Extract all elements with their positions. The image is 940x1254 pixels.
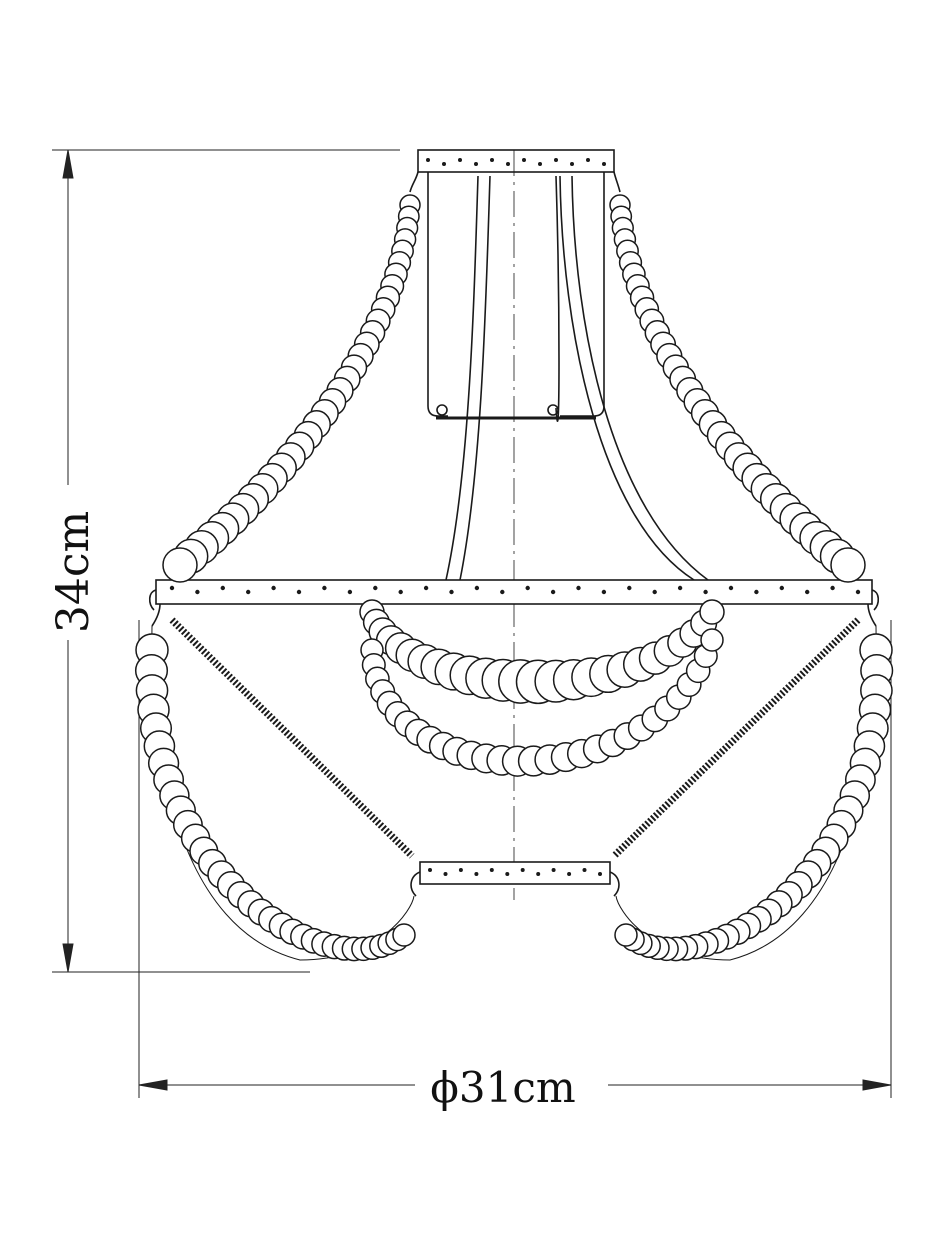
rivet: [520, 868, 525, 872]
rivet: [536, 872, 541, 876]
rivet: [525, 585, 530, 591]
rivet: [169, 585, 175, 591]
rivet: [554, 158, 558, 162]
hook-lower-left: [410, 871, 421, 897]
lower-ring: [419, 861, 611, 885]
chain-left: [169, 617, 415, 859]
rivet: [373, 585, 378, 591]
canopy-box: [427, 172, 605, 417]
canopy-plate: [417, 149, 615, 173]
rivet: [474, 162, 478, 166]
bead-strands: [134, 194, 894, 962]
bead: [700, 628, 724, 652]
rivet: [443, 872, 448, 876]
diameter-arrow-right: [862, 1079, 892, 1091]
diameter-label: ϕ31cm: [430, 1063, 575, 1112]
rivet: [489, 868, 494, 872]
wire-right: [615, 625, 877, 961]
rivet: [458, 868, 463, 872]
rod-right-outer: [555, 175, 695, 581]
strand-upper-left: [162, 194, 421, 583]
upper-ring: [155, 579, 873, 605]
rivet: [805, 589, 810, 595]
rod-hook-left: [436, 404, 448, 416]
rod-left-inner: [459, 175, 491, 581]
rivet: [830, 585, 835, 591]
rivet: [627, 585, 632, 591]
rivet: [426, 158, 430, 162]
rivet: [505, 872, 510, 876]
rod-hook-right: [547, 404, 559, 416]
chain-right: [611, 617, 861, 859]
bead: [830, 547, 866, 583]
rivet: [220, 585, 225, 591]
hook-top-left: [409, 171, 419, 193]
rod-left-outer: [445, 175, 479, 581]
height-label: 34cm: [48, 511, 99, 633]
hook-ring-left: [148, 589, 161, 627]
rivet: [567, 872, 572, 876]
rivet: [551, 868, 556, 872]
rivet: [246, 589, 251, 595]
rivet: [601, 589, 607, 595]
rivet: [423, 585, 429, 591]
height-arrow-top: [62, 149, 74, 179]
bead: [392, 923, 416, 947]
rivet: [855, 589, 861, 595]
rivet: [296, 589, 302, 595]
strand-upper-right: [609, 194, 866, 583]
rivet: [500, 589, 505, 595]
diameter-arrow-left: [138, 1079, 168, 1091]
rivet: [506, 162, 510, 166]
bead: [699, 599, 725, 625]
rivet: [428, 868, 432, 872]
strand-lower-left: [134, 633, 416, 962]
dimension-lines: [52, 149, 892, 1098]
rivet: [522, 158, 526, 162]
rivet: [474, 585, 480, 591]
rivet: [582, 868, 587, 872]
rivet: [550, 589, 556, 595]
rivet: [271, 585, 276, 591]
rivet: [576, 585, 581, 591]
rivet: [586, 158, 590, 162]
rivet: [195, 589, 200, 595]
bead: [162, 547, 198, 583]
rivet: [398, 589, 403, 595]
rod-right-inner: [571, 175, 709, 581]
rivets-lower-ring: [428, 868, 602, 876]
rivets-canopy: [426, 158, 606, 166]
rivet: [322, 585, 327, 591]
rivet: [458, 158, 462, 162]
rivet: [652, 589, 657, 595]
ring-rivets: [169, 158, 861, 876]
rivet: [538, 162, 542, 166]
rivet: [703, 589, 708, 595]
hook-ring-right: [867, 589, 880, 627]
rivet: [449, 589, 454, 595]
rivets-upper-ring: [169, 585, 861, 595]
rivet: [490, 158, 494, 162]
rivet: [347, 589, 353, 595]
strand-lower-right: [614, 633, 894, 962]
height-arrow-bottom: [62, 943, 74, 973]
rivet: [570, 162, 574, 166]
chandelier-frame: [148, 149, 880, 961]
rivet: [754, 589, 759, 595]
hook-top-right: [613, 171, 621, 193]
rivet: [779, 585, 784, 591]
rivet: [442, 162, 446, 166]
rivet: [602, 162, 606, 166]
strand-center-upper: [359, 599, 725, 705]
strand-center-lower: [360, 628, 724, 777]
bead: [614, 923, 638, 947]
rivet: [598, 872, 602, 876]
hook-lower-right: [609, 871, 620, 897]
rivet: [677, 585, 683, 591]
rivet: [728, 585, 734, 591]
rivet: [474, 872, 479, 876]
